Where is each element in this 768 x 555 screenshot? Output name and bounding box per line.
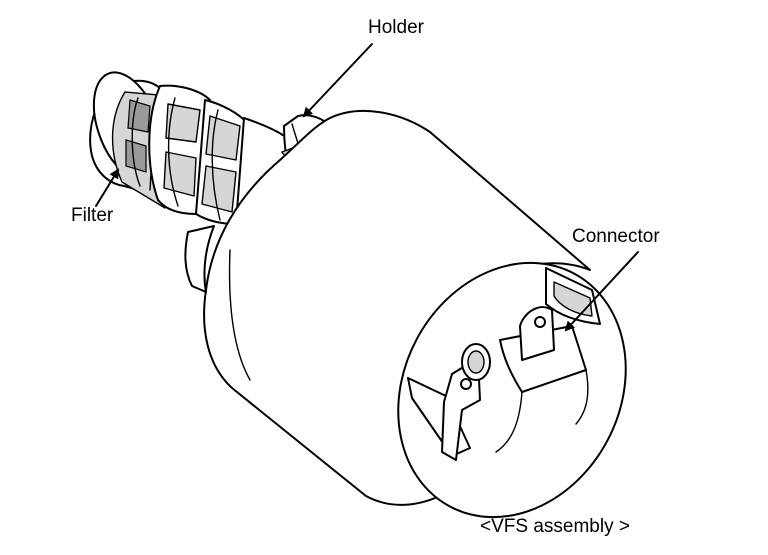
filter-band <box>195 99 292 237</box>
filter-label: Filter <box>71 205 114 226</box>
filter-arrow <box>95 168 120 207</box>
connector-label: Connector <box>572 226 660 247</box>
filter-mesh <box>111 84 211 215</box>
connector-arrow <box>564 251 639 332</box>
holder-label: Holder <box>368 17 424 38</box>
leader-arrows <box>95 43 639 332</box>
holder-arrow <box>302 43 373 118</box>
figure-caption: <VFS assembly > <box>480 516 630 537</box>
connector-housing <box>407 267 601 461</box>
